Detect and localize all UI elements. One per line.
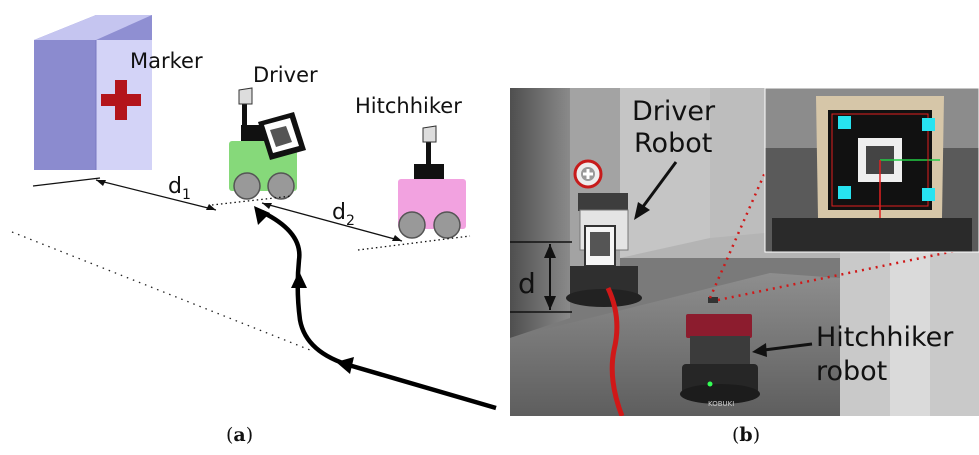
inset-corner-tr (922, 118, 935, 131)
path-arrow-3 (254, 206, 270, 225)
hitchhiker-robot-photo (680, 297, 760, 404)
driver-label: Driver (253, 63, 318, 87)
qr-marker-icon (258, 112, 306, 160)
driver-robot-photo (566, 193, 642, 307)
hitchhiker-pointer-arrow (752, 342, 813, 357)
inset-corner-br (922, 188, 935, 201)
marker-box (34, 15, 152, 170)
driver-robot-label-line2: Robot (634, 128, 712, 159)
marker-base-line (32, 177, 101, 187)
robot-path (261, 209, 497, 411)
d2-label: d2 (332, 200, 355, 229)
hitchhiker-base-line (357, 235, 471, 251)
driver-robot-label-line1: Driver (632, 96, 716, 127)
kobuki-text: KOBUKI (708, 400, 734, 408)
d-label: d (518, 267, 536, 300)
robot-trail (605, 286, 625, 416)
d1-measure (95, 179, 217, 211)
marker-label: Marker (130, 49, 203, 73)
caption-b: (b) (732, 424, 761, 446)
panel-a-diagram: Marker d1 Driver d2 Hitchhiker (11, 15, 497, 411)
d2-measure (261, 202, 403, 242)
driver-pointer-arrow (634, 161, 678, 220)
hitchhiker-robot (398, 125, 466, 239)
hitchhiker-robot-label-line2: robot (816, 356, 887, 387)
caption-a: (a) (226, 424, 254, 446)
inset-link-2 (717, 244, 979, 302)
ground-dotted-line (11, 231, 311, 351)
panel-b-photo: KOBUKI Driver Robot d Hitchhiker rob (510, 88, 979, 416)
medical-cross-icon (101, 80, 141, 120)
path-arrow-1 (336, 357, 354, 374)
camera-inset (764, 88, 979, 253)
hitchhiker-label: Hitchhiker (355, 94, 462, 118)
marker-circle-icon (573, 159, 603, 189)
inset-corner-bl (838, 186, 851, 199)
d-measure (510, 241, 572, 313)
hitchhiker-robot-label-line1: Hitchhiker (816, 322, 954, 353)
d1-label: d1 (168, 174, 191, 203)
inset-corner-tl (838, 116, 851, 129)
path-arrow-2 (291, 271, 307, 288)
